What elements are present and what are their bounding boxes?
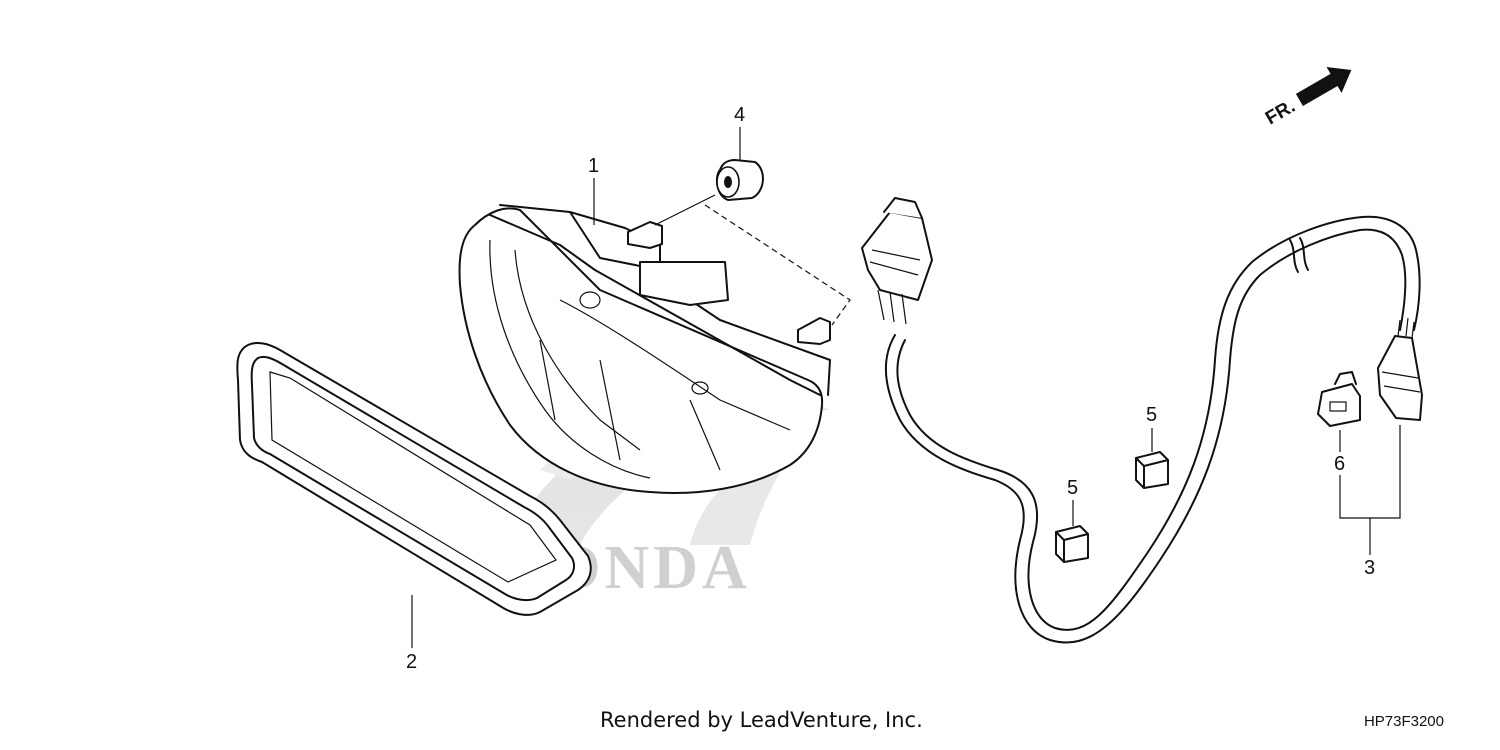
callout-6: 6 — [1334, 453, 1345, 475]
leader-lines — [411, 127, 1401, 648]
part-5-clip-lower[interactable] — [1055, 525, 1089, 563]
callout-5-lower: 5 — [1067, 477, 1078, 499]
callout-4: 4 — [734, 104, 745, 126]
part-2-lens-rim[interactable] — [236, 341, 592, 616]
part-4-grommet[interactable] — [715, 159, 764, 201]
part-3-wire-harness[interactable] — [861, 197, 1423, 644]
callout-3: 3 — [1364, 557, 1375, 579]
front-direction-arrow-icon: FR. — [1262, 66, 1352, 129]
callout-1: 1 — [588, 155, 599, 177]
assembly-guide-lines — [654, 194, 851, 326]
callout-2: 2 — [406, 651, 417, 673]
footer-credit: Rendered by LeadVenture, Inc. — [600, 708, 923, 732]
diagram-code: HP73F3200 — [1363, 713, 1444, 730]
callout-5-upper: 5 — [1146, 404, 1157, 426]
part-1-tail-light-assembly[interactable] — [458, 204, 831, 494]
part-5-clip-upper[interactable] — [1135, 451, 1169, 489]
part-6-connector-holder[interactable] — [1317, 371, 1361, 427]
direction-label: FR. — [1262, 96, 1299, 129]
